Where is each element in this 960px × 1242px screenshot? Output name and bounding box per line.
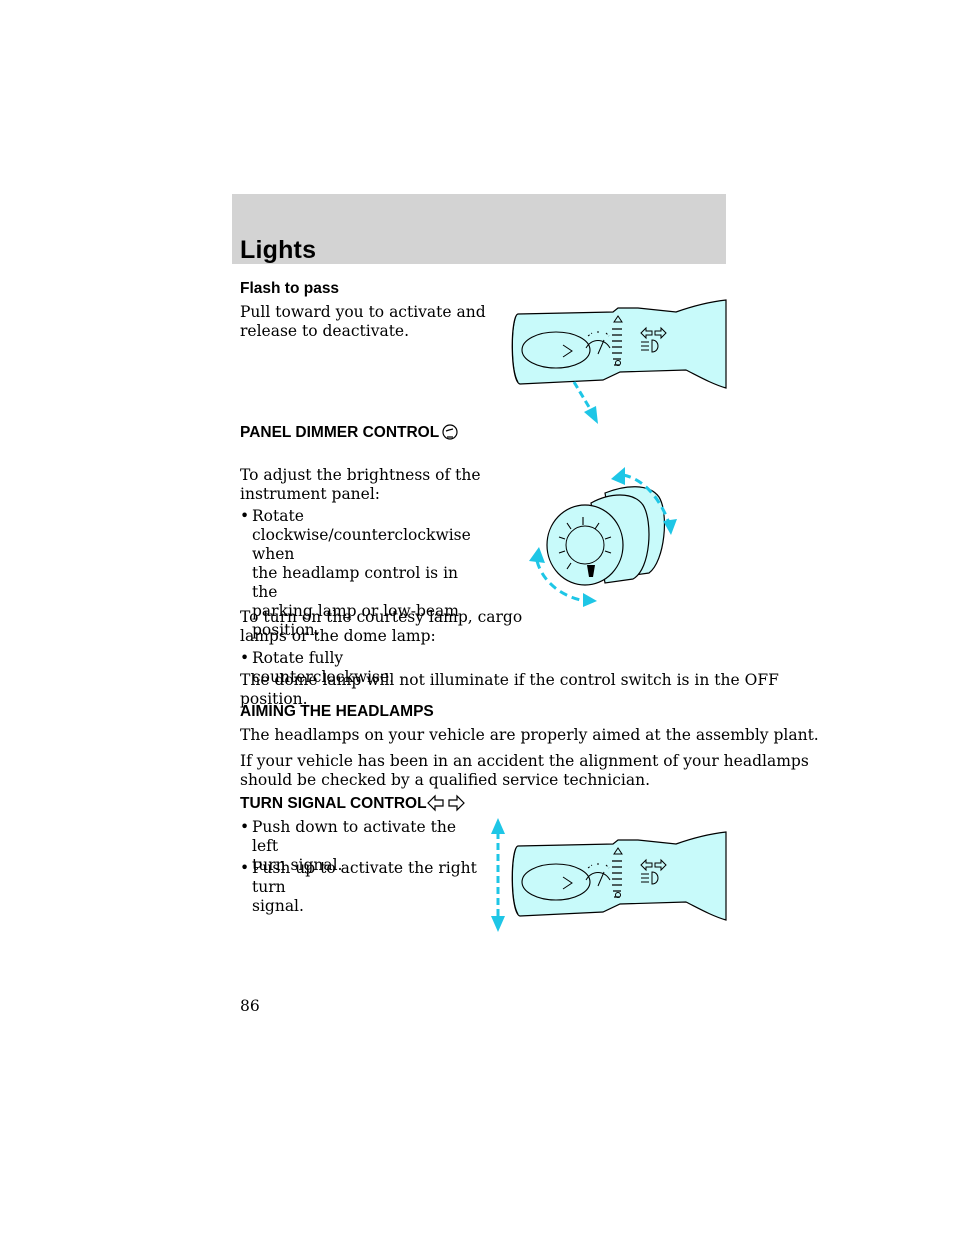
- turn-signal-arrows-icon: [640, 326, 667, 340]
- panel-dimmer-heading: PANEL DIMMER CONTROL: [240, 423, 461, 442]
- aiming-paragraph-2: If your vehicle has been in an accident …: [240, 752, 809, 789]
- turn-signal-stalk-illustration: [491, 818, 727, 932]
- list-item: •Rotate clockwise/counterclockwise when …: [240, 507, 471, 639]
- high-beam-icon: [641, 871, 659, 885]
- pull-arrow-icon: [572, 381, 594, 413]
- instrument-panel-icon: [442, 424, 458, 440]
- rotate-counterclockwise-arrow-icon: [535, 560, 586, 603]
- flash-to-pass-heading: Flash to pass: [240, 280, 340, 297]
- section-header-band: [232, 194, 726, 264]
- list-item: •Push down to activate the left turn sig…: [240, 818, 457, 874]
- panel-dimmer-intro: To adjust the brightness of the instrume…: [240, 466, 481, 503]
- courtesy-lamp-text: To turn on the courtesy lamp, cargo lamp…: [240, 608, 523, 645]
- list-item: •Rotate fully counterclockwise.: [240, 649, 395, 686]
- high-beam-icon: [641, 339, 659, 353]
- flash-to-pass-text: Pull toward you to activate and release …: [240, 303, 486, 340]
- turn-signal-arrows-icon: [426, 794, 465, 812]
- multifunction-stalk-illustration: [511, 299, 727, 424]
- dimmer-knob-illustration: [529, 467, 677, 607]
- turn-signal-arrows-icon: [640, 858, 667, 872]
- aiming-headlamps-heading: AIMING THE HEADLAMPS: [240, 703, 434, 720]
- wiper-speed-bars-icon: [612, 860, 622, 898]
- section-title: Lights: [240, 236, 317, 264]
- aiming-paragraph-1: The headlamps on your vehicle are proper…: [240, 726, 819, 744]
- wiper-icon: [585, 331, 611, 355]
- wiper-icon: [585, 863, 611, 887]
- dome-lamp-note: The dome lamp will not illuminate if the…: [240, 671, 779, 708]
- page-number: 86: [240, 997, 260, 1015]
- wiper-speed-bars-icon: [612, 328, 622, 366]
- rotate-clockwise-arrow-icon: [622, 473, 671, 524]
- turn-signal-heading: TURN SIGNAL CONTROL: [240, 794, 465, 813]
- list-item: •Push up to activate the right turn sign…: [240, 859, 477, 915]
